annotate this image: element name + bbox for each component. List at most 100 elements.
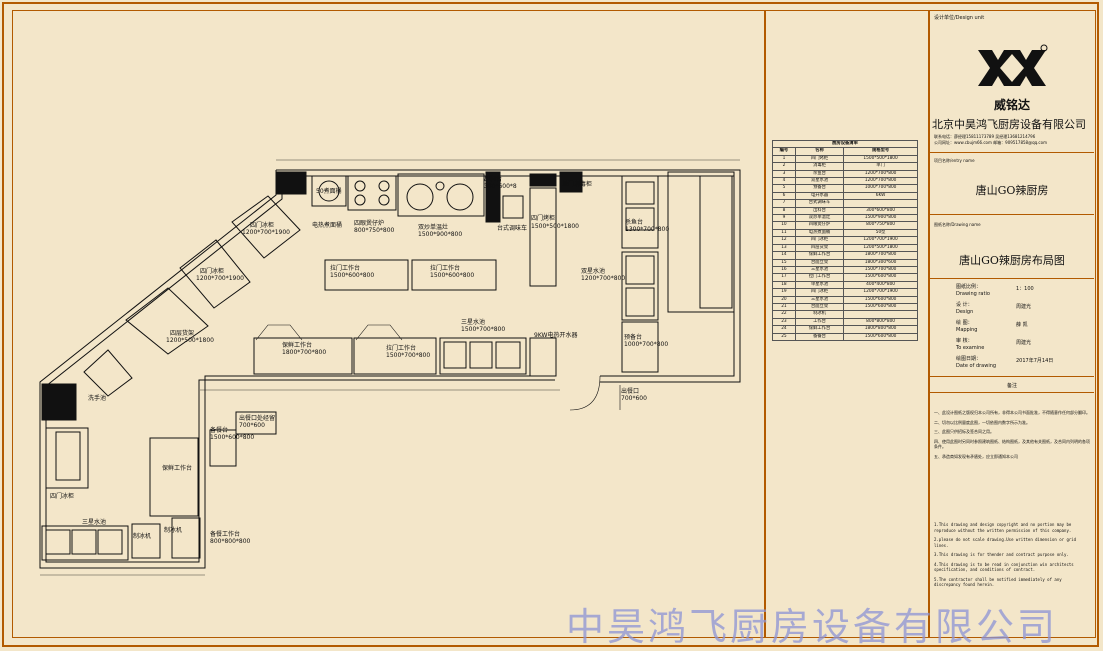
table-cell: 7 — [772, 199, 796, 208]
note-item: 3.This drawing is for thender and contra… — [934, 552, 1069, 557]
design-unit-label: 设计单位/Design unit — [934, 15, 985, 21]
drawing-label: 图纸名称/Drawing name — [934, 222, 981, 227]
label-pass2-size: 700*600 — [239, 422, 265, 429]
col-header: 名称 — [794, 147, 845, 156]
project-label: 项目名称/entry name — [934, 158, 975, 163]
table-cell: 8 — [772, 206, 796, 216]
meta-sublabel: Design — [956, 309, 974, 315]
table-cell: 22 — [772, 310, 796, 319]
table-cell: 1500*700*800 — [843, 265, 918, 275]
equipment-table-title: 厨房设备清单 — [772, 139, 918, 149]
meta-value: 薛 凯 — [1016, 322, 1028, 328]
table-cell: 15 — [772, 258, 796, 267]
label-pull2-size: 1500*600*800 — [430, 272, 474, 279]
meta-value: 2017年7月14日 — [1016, 358, 1054, 364]
label-prep-size: 1000*700*800 — [624, 341, 668, 348]
table-cell: 保鲜工作台 — [794, 325, 845, 334]
table-cell: 1000*700*800 — [843, 184, 918, 193]
table-cell: 单星水池 — [794, 280, 845, 290]
floor-plan: 电热煮面桶 50煮面桶 四眼煲仔炉 800*750*800 双炒单温灶 1500… — [39, 159, 741, 576]
note-item: 2.please do not scale drawing.Use writte… — [934, 537, 1077, 548]
meta-label: 绘图日期： — [956, 356, 982, 362]
meta-sublabel: To examine — [956, 345, 985, 351]
label-pass: 出餐口 — [621, 387, 639, 395]
table-cell: 四层货架 — [794, 243, 845, 253]
table-cell: 800*750*800 — [843, 221, 918, 230]
table-cell: 1200*700*1900 — [843, 288, 918, 297]
table-cell: 3 — [772, 169, 796, 179]
label-fr1: 四门冰柜 — [250, 221, 274, 229]
table-cell: 11 — [772, 228, 796, 238]
company-website: 公司网址：www.cbujm66.com 邮箱：909517858@qq.com — [934, 140, 1047, 145]
table-cell: 9 — [772, 214, 796, 223]
table-cell: 800*800*800 — [843, 317, 918, 327]
table-cell: 1500*600*800 — [843, 302, 918, 312]
note-item: 四、使用此图时另同时参照建筑图纸、结构图纸，及其他有关图纸，及合同内列明的各项条… — [934, 438, 1090, 450]
table-cell: 400*400*800 — [843, 280, 918, 290]
label-sterile: 单门消毒柜 — [562, 180, 592, 188]
table-cell: 四门冰柜 — [794, 288, 845, 297]
label-sink2: 双星水池 — [581, 267, 605, 275]
table-cell: 2 — [772, 162, 796, 171]
label-bake-size: 1500*500*1800 — [531, 223, 579, 230]
table-cell: 预备台 — [794, 184, 845, 193]
label-shelf: 四层货架 — [170, 329, 194, 337]
drawing-name: 唐山GO辣厨房布局图 — [959, 254, 1065, 267]
note-item: 5.The contractor shall be notified immed… — [934, 576, 1062, 588]
table-cell: 四门烤柜 — [794, 154, 845, 164]
label-sink3b: 三星水池 — [82, 518, 106, 526]
table-cell: 1500*900*800 — [843, 214, 918, 223]
table-cell: 单门 — [843, 162, 918, 171]
meta-value: 周建光 — [1016, 304, 1032, 310]
label-fish: 杀鱼台 — [625, 218, 643, 226]
table-cell: 1500*500*1800 — [843, 154, 918, 164]
meta-label: 图纸比例： — [956, 284, 982, 290]
table-cell: 5 — [772, 184, 796, 193]
label-serve: 备餐台 — [210, 426, 228, 434]
label-fr2-size: 1200*700*1900 — [196, 275, 244, 282]
meta-sublabel: Drawing ratio — [956, 291, 990, 297]
table-cell: 6 — [772, 191, 796, 201]
table-cell: 1200*700*1900 — [843, 236, 918, 245]
note-item: 二、切勿以比例量度此图，一切依图内数字所示为准。 — [934, 419, 1030, 425]
note-item: 五、承造商如发现有矛盾处，应立即通知本公司 — [934, 453, 1018, 459]
label-pull1-size: 1500*600*800 — [330, 272, 374, 279]
label-bake: 四门烤柜 — [531, 214, 555, 222]
table-cell: 制冰机 — [794, 310, 845, 319]
note-item: 1.This drawing and design copyright and … — [934, 522, 1072, 533]
label-pullw: 拉门工作台 — [386, 344, 416, 352]
label-boil-inner: 50煮面桶 — [316, 187, 342, 195]
table-cell: 双炒单温灶 — [794, 214, 845, 223]
table-cell: 台式调味车 — [794, 199, 845, 208]
label-fresh-size: 1800*700*800 — [282, 349, 326, 356]
table-cell: 19 — [772, 288, 796, 297]
table-cell: 1500*600*800 — [843, 273, 918, 282]
table-cell: 拉门工作台 — [794, 273, 845, 282]
logo-text: 威铭达 — [993, 98, 1030, 112]
inner-frame — [12, 10, 1096, 638]
note-item: 一、此设计图纸之版权归本公司所有，非得本公司书面批准，不得随意作任何部分翻印。 — [934, 410, 1090, 415]
table-cell: 24 — [772, 325, 796, 334]
table-cell: 四眼煲仔炉 — [794, 221, 845, 230]
company-contact: 联系电话：薛经理15811173789 吴经理13681214796 — [934, 134, 1036, 139]
label-cart: 台式调味车 — [497, 224, 527, 232]
label-pull1: 拉门工作台 — [330, 264, 360, 272]
